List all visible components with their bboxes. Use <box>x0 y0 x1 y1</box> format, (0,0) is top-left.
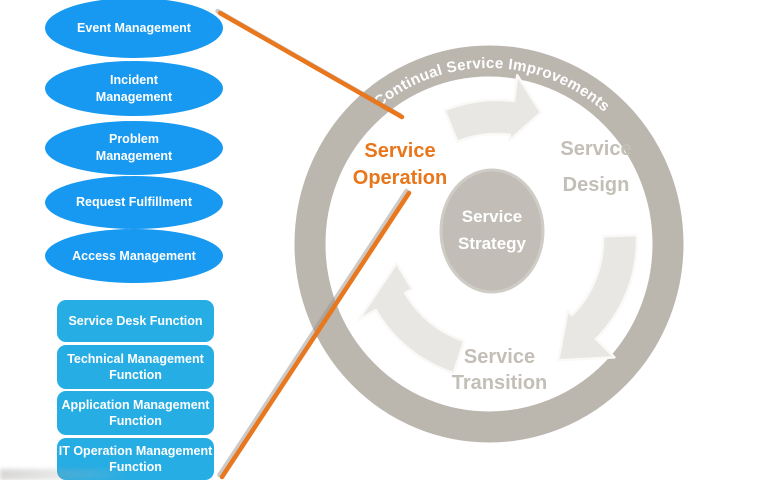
process-label: Event Management <box>77 20 191 35</box>
lifecycle-ring <box>294 45 684 443</box>
process-label: Management <box>95 89 173 104</box>
phase-label-service-operation: Service Operation <box>330 138 470 192</box>
connector-lines <box>217 10 412 480</box>
cycle-arrow-left-icon <box>357 261 466 375</box>
process-label: Access Management <box>72 248 196 263</box>
service-strategy-circle <box>439 168 545 294</box>
function-box-application-management: Application Management Function <box>57 391 214 435</box>
function-box-service-desk: Service Desk Function <box>57 300 214 342</box>
cycle-arrow-right-icon <box>557 233 639 362</box>
function-label: Application Management <box>61 397 210 412</box>
connector-line-functions <box>219 190 412 480</box>
function-box-technical-management: Technical Management Function <box>57 345 214 389</box>
process-label: Request Fulfillment <box>76 195 192 210</box>
process-label: Incident <box>110 72 158 87</box>
function-label: Function <box>109 368 162 382</box>
function-label: Technical Management <box>67 351 204 366</box>
phase-line: Transition <box>451 372 548 394</box>
process-oval-access-management: Access Management <box>45 229 223 283</box>
process-oval-incident-management: Incident Management <box>45 61 223 116</box>
process-oval-event-management: Event Management <box>45 0 223 58</box>
process-label: Management <box>95 149 173 163</box>
function-label: Service Desk Function <box>68 313 203 328</box>
phase-label-service-strategy: Service Strategy <box>442 203 542 257</box>
connector-line-processes <box>217 10 405 120</box>
function-box-it-operation-management: IT Operation Management Function <box>57 438 214 480</box>
phase-line: Service <box>463 346 536 368</box>
phase-line: Service <box>461 207 523 226</box>
process-oval-problem-management: Problem Management <box>45 121 223 175</box>
phase-line: Service <box>364 140 436 162</box>
process-oval-request-fulfillment: Request Fulfillment <box>45 176 223 229</box>
function-label: IT Operation Management <box>58 443 213 458</box>
process-label: Problem <box>108 132 159 147</box>
phase-label-service-transition: Service Transition <box>429 344 570 396</box>
cropped-text-artifact <box>0 469 132 480</box>
phase-line: Design <box>562 174 630 196</box>
phase-line: Strategy <box>457 234 527 253</box>
cycle-arrow-top-icon <box>443 73 543 143</box>
function-label: Function <box>109 414 162 428</box>
phase-line: Operation <box>352 167 448 189</box>
phase-line: Service <box>560 138 632 160</box>
cycle-arrows <box>357 73 639 375</box>
phase-label-service-design: Service Design <box>536 131 656 203</box>
function-label: Function <box>109 460 162 474</box>
